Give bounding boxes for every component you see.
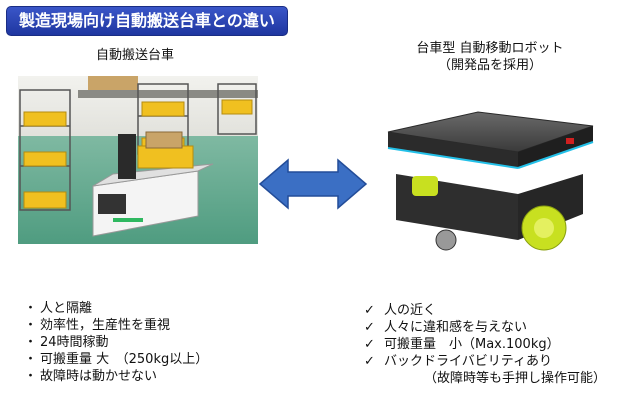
list-item: ・故障時は動かせない	[24, 369, 158, 384]
list-item: ・人と隔離	[24, 301, 93, 316]
robot-caption: 台車型 自動移動ロボット （開発品を採用）	[360, 40, 620, 74]
agv-features-list: ・人と隔離 ・効率性，生産性を重視 ・24時間稼動 ・可搬重量 大 （250kg…	[24, 300, 208, 385]
check-icon: ✓	[364, 337, 375, 352]
list-item: ✓バックドライバビリティあり	[364, 354, 552, 369]
check-icon: ✓	[364, 354, 375, 369]
agv-caption: 自動搬送台車	[95, 48, 174, 63]
robot-features-list: ✓人の近く ✓人々に違和感を与えない ✓可搬重量 小（Max.100kg） ✓バ…	[364, 302, 606, 387]
robot-image	[387, 111, 594, 251]
list-item: ・24時間稼動	[24, 335, 109, 350]
double-arrow-icon	[258, 158, 368, 210]
page-title: 製造現場向け自動搬送台車との違い	[6, 6, 288, 36]
list-item: ・効率性，生産性を重視	[24, 318, 171, 333]
agv-factory-image	[18, 76, 258, 244]
list-item: ✓人の近く	[364, 303, 437, 318]
list-item: ✓人々に違和感を与えない	[364, 320, 528, 335]
list-item: ✓可搬重量 小（Max.100kg）	[364, 337, 560, 352]
robot-caption-line2: （開発品を採用）	[437, 58, 542, 73]
list-item: ・可搬重量 大 （250kg以上）	[24, 352, 209, 367]
check-icon: ✓	[364, 303, 375, 318]
list-item-note: （故障時等も手押し操作可能）	[424, 371, 607, 386]
check-icon: ✓	[364, 320, 375, 335]
robot-caption-line1: 台車型 自動移動ロボット	[416, 41, 564, 56]
